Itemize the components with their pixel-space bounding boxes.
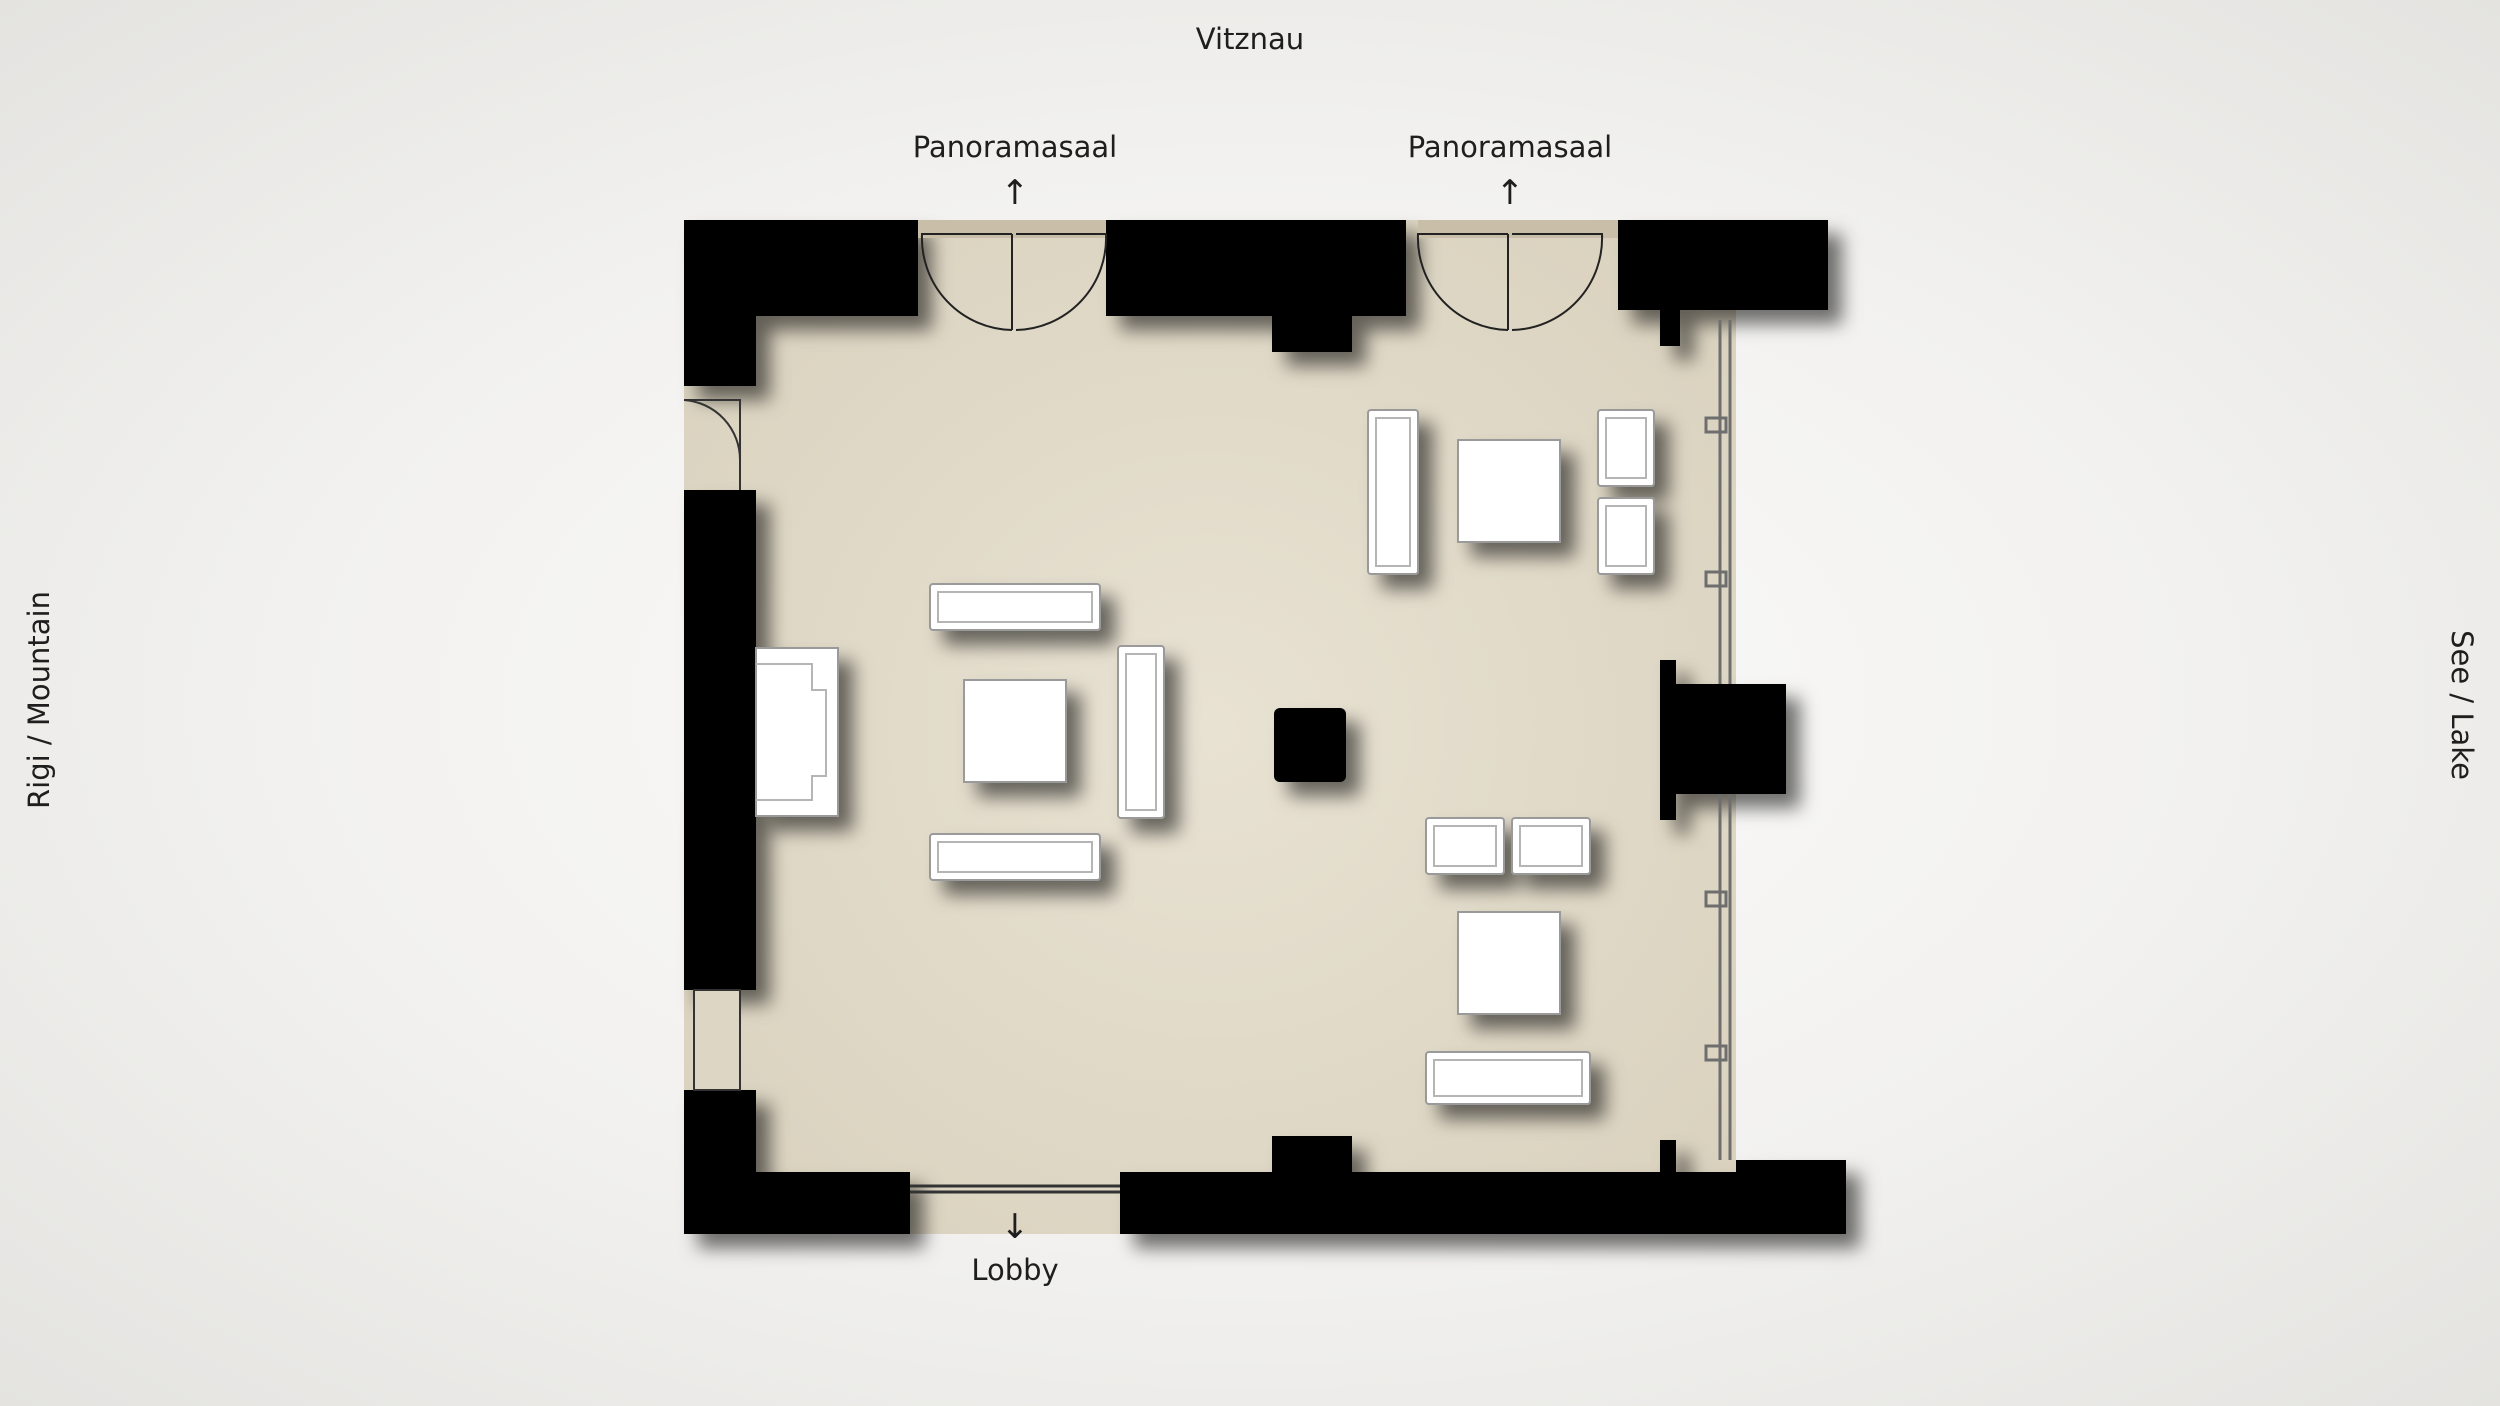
exit-panoramasaal-right-label[interactable]: Panoramasaal: [1407, 130, 1613, 164]
armchair: [1511, 817, 1591, 875]
coffee-table: [963, 679, 1067, 783]
window-line: [1704, 320, 1732, 1160]
armchair: [1597, 497, 1655, 575]
walls: [684, 220, 1846, 1234]
armchair: [1597, 409, 1655, 487]
sofa: [1425, 1051, 1591, 1105]
exit-lobby-label[interactable]: Lobby: [971, 1253, 1059, 1287]
coffee-table: [1457, 911, 1561, 1015]
armchair: [755, 647, 839, 817]
orientation-left-label: Rigi / Mountain: [22, 591, 56, 809]
orientation-right-label: See / Lake: [2445, 630, 2479, 780]
coffee-table: [1457, 439, 1561, 543]
door-panoramasaal-left[interactable]: [918, 220, 1108, 331]
door-panoramasaal-right[interactable]: [1416, 220, 1618, 331]
sofa: [1117, 645, 1165, 819]
arrow-up-icon: ↑: [1000, 173, 1030, 213]
orientation-top-label: Vitznau: [1195, 22, 1305, 56]
arrow-up-icon: ↑: [1495, 173, 1525, 213]
sofa: [929, 833, 1101, 881]
exit-panoramasaal-left-label[interactable]: Panoramasaal: [912, 130, 1118, 164]
sofa: [1367, 409, 1419, 575]
door-lobby[interactable]: [910, 1184, 1120, 1194]
furniture: [755, 409, 1655, 1105]
armchair: [1425, 817, 1505, 875]
arrow-down-icon: ↓: [1000, 1207, 1030, 1247]
furniture-details: [756, 417, 1647, 1097]
door-left-side[interactable]: [683, 399, 742, 1091]
sofa: [929, 583, 1101, 631]
